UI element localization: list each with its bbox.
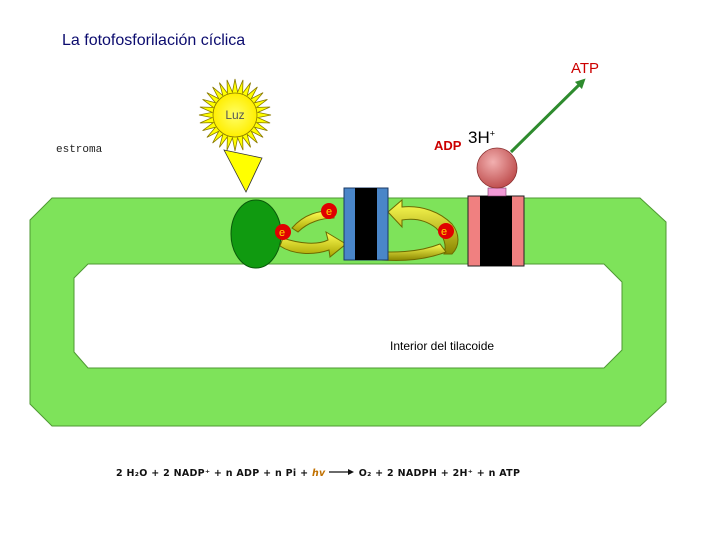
atp-synthase xyxy=(467,147,525,267)
equation-products: O₂ + 2 NADPH + 2H⁺ + n ATP xyxy=(358,468,521,479)
cytochrome-complex xyxy=(343,187,389,261)
stroma-label: estroma xyxy=(56,144,103,156)
electron-label: e xyxy=(279,227,285,239)
thylakoid-lumen xyxy=(73,263,623,369)
electron-flow-arrow-right xyxy=(387,198,459,255)
electron-1: e xyxy=(321,203,337,219)
electron-2: e xyxy=(275,224,291,240)
protons-label: 3H+ xyxy=(468,128,495,148)
equation-reactants: 2 H₂O + 2 NADP⁺ + n ADP + n Pi + xyxy=(116,468,309,479)
page-title: La fotofosforilación cíclica xyxy=(62,32,246,49)
electron-flow-arrow-lower xyxy=(279,230,347,258)
protons-text: 3H xyxy=(468,128,490,147)
protons-charge: + xyxy=(489,128,495,139)
lumen-label: Interior del tilacoide xyxy=(390,339,495,353)
light-beam xyxy=(223,149,263,193)
equation-light-energy: hv xyxy=(311,468,326,479)
photosystem xyxy=(230,199,282,269)
overall-equation: 2 H₂O + 2 NADP⁺ + n ADP + n Pi + hv O₂ +… xyxy=(116,468,520,479)
electron-label: e xyxy=(441,226,447,238)
electron-3: e xyxy=(438,223,454,239)
atp-label: ATP xyxy=(571,60,600,77)
adp-label: ADP xyxy=(434,138,462,153)
electron-label: e xyxy=(326,206,332,218)
sun-icon xyxy=(198,78,272,152)
atp-arrow xyxy=(509,78,586,154)
light-label: Luz xyxy=(225,108,244,122)
equation-arrow-icon xyxy=(329,468,355,479)
